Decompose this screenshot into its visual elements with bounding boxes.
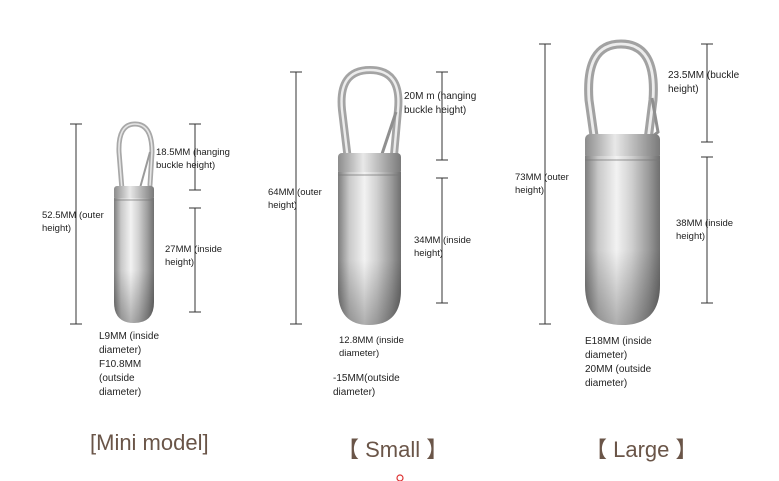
large-outer-height-label: 73MM (outer height) bbox=[515, 172, 569, 196]
small-caption: 【 Small 】 bbox=[337, 437, 449, 462]
small-outside-diameter-label: -15MM(outside diameter) bbox=[333, 373, 400, 398]
small-inside-height-label: 34MM (inside height) bbox=[414, 235, 472, 259]
large-dimension-lines bbox=[539, 43, 713, 325]
mini-inside-height-label: 27MM (inside height) bbox=[165, 244, 223, 268]
small-inside-diameter-label: 12.8MM (inside diameter) bbox=[339, 335, 404, 359]
small-capsule bbox=[337, 65, 403, 325]
mini-diameter-label: L9MM (inside diameter) F10.8MM (outside … bbox=[99, 331, 160, 398]
small-outer-height-label: 64MM (outer height) bbox=[268, 187, 322, 211]
small-buckle-height-label: 20M m (hanging buckle height) bbox=[404, 91, 477, 116]
large-inside-height-label: 38MM (inside height) bbox=[676, 218, 734, 242]
decorative-dot-icon bbox=[396, 474, 404, 481]
large-capsule bbox=[584, 39, 660, 325]
mini-caption: [Mini model] bbox=[90, 430, 209, 455]
mini-buckle-height-label: 18.5MM (hanging buckle height) bbox=[156, 147, 230, 171]
mini-outer-height-label: 52.5MM (outer height) bbox=[42, 210, 104, 234]
small-dimension-lines bbox=[290, 71, 448, 325]
large-caption: 【 Large 】 bbox=[585, 437, 698, 462]
large-buckle-height-label: 23.5MM (buckle height) bbox=[668, 70, 740, 95]
large-diameter-label: E18MM (inside diameter) 20MM (outside di… bbox=[585, 336, 652, 389]
mini-capsule bbox=[114, 121, 155, 323]
mini-dimension-lines bbox=[70, 123, 201, 325]
